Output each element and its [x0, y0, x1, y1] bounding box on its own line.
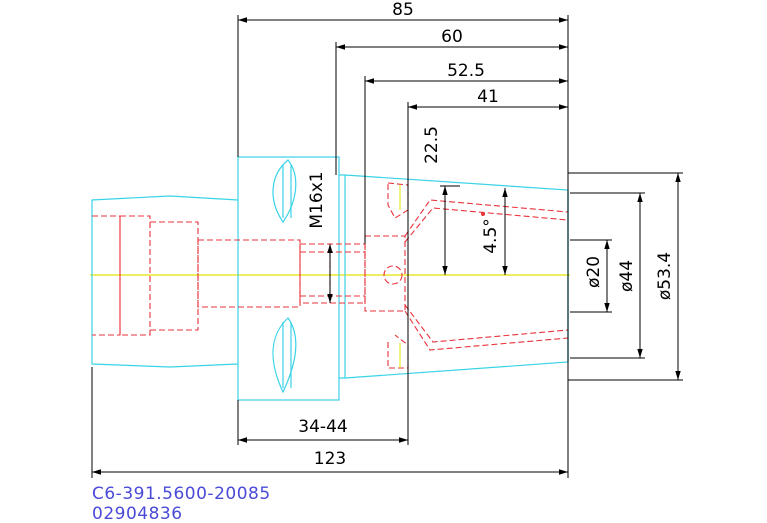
dimension-lines — [91, 15, 683, 478]
dim-d53-4: ø53.4 — [655, 252, 675, 300]
dim-4-5: 4.5° — [481, 218, 501, 254]
dim-34-44: 34-44 — [298, 417, 347, 437]
angle-point — [481, 212, 485, 216]
dim-m16x1: M16x1 — [307, 171, 327, 228]
part-number: C6-391.5600-20085 — [92, 484, 271, 504]
dim-d20: ø20 — [584, 256, 604, 288]
item-number: 02904836 — [92, 504, 183, 523]
dim-41: 41 — [477, 87, 499, 107]
dim-d44: ø44 — [617, 260, 637, 292]
flange-notch — [272, 159, 297, 394]
dim-123: 123 — [314, 449, 346, 469]
dim-60: 60 — [441, 27, 463, 47]
dim-52-5: 52.5 — [447, 61, 485, 81]
dim-22-5: 22.5 — [422, 126, 442, 164]
dim-85: 85 — [392, 0, 414, 20]
